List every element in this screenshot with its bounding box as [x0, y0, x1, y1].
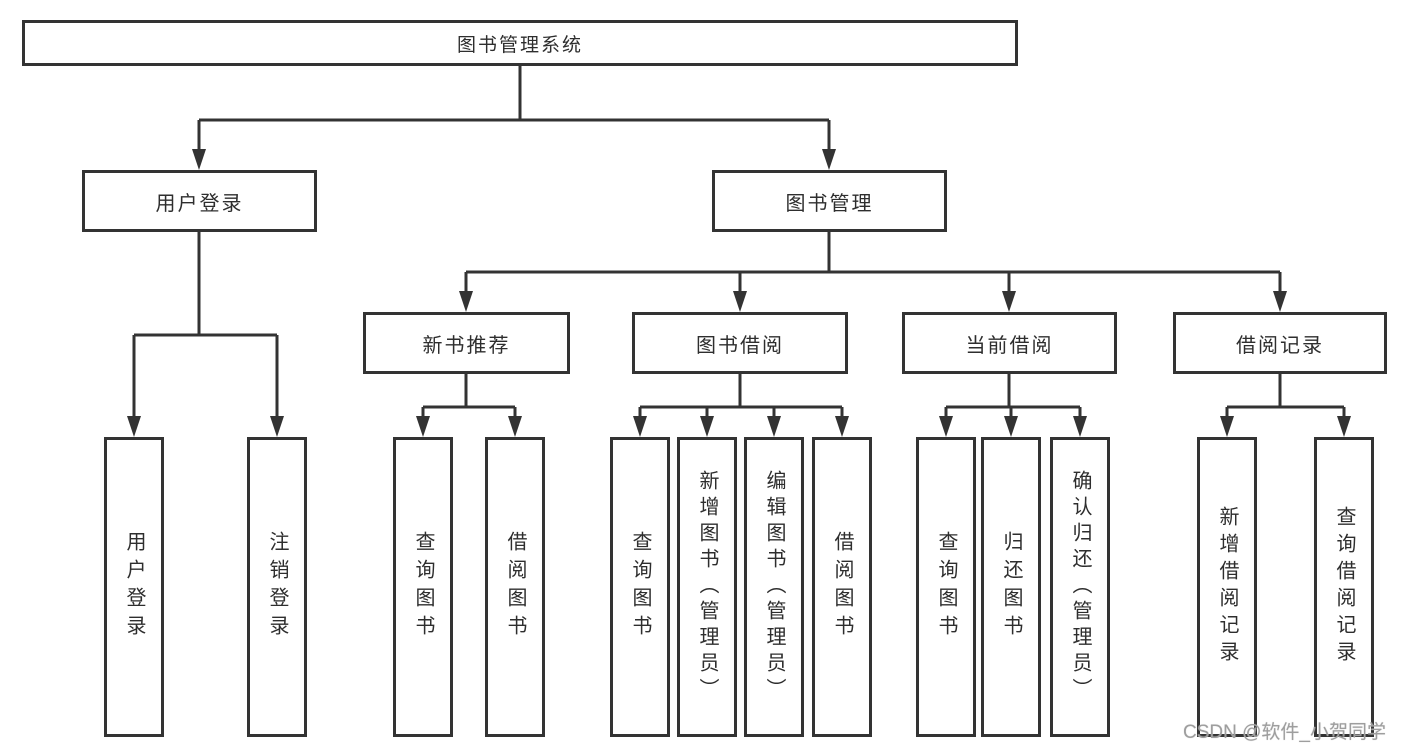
leaf-user-login: 用户登录 — [104, 437, 164, 737]
node-new-book-recommend: 新书推荐 — [363, 312, 570, 374]
leaf-borrowing-add-book-admin: 新增图书（管理员） — [677, 437, 737, 737]
connector-root-to-level2 — [192, 66, 836, 170]
leaf-current-return-book: 归还图书 — [981, 437, 1041, 737]
connector-current-borrowing-to-leaves — [939, 374, 1087, 437]
leaf-borrowing-search-book: 查询图书 — [610, 437, 670, 737]
leaf-records-add-record: 新增借阅记录 — [1197, 437, 1257, 737]
connector-new-book-recommend-to-leaves — [416, 374, 522, 437]
csdn-watermark: CSDN @软件_小贺同学 — [1183, 722, 1386, 743]
node-book-borrowing: 图书借阅 — [632, 312, 848, 374]
leaf-records-search-record: 查询借阅记录 — [1314, 437, 1374, 737]
connector-book-borrowing-to-leaves — [633, 374, 849, 437]
connector-book-management-to-level3 — [459, 232, 1287, 312]
node-borrowing-records: 借阅记录 — [1173, 312, 1387, 374]
node-root-library-system: 图书管理系统 — [22, 20, 1018, 66]
connector-user-login-to-leaves — [127, 232, 284, 437]
node-current-borrowing: 当前借阅 — [902, 312, 1117, 374]
leaf-current-confirm-return-admin: 确认归还（管理员） — [1050, 437, 1110, 737]
leaf-borrowing-borrow-book: 借阅图书 — [812, 437, 872, 737]
connector-borrowing-records-to-leaves — [1220, 374, 1351, 437]
leaf-current-search-book: 查询图书 — [916, 437, 976, 737]
leaf-recommend-borrow-book: 借阅图书 — [485, 437, 545, 737]
node-book-management: 图书管理 — [712, 170, 947, 232]
leaf-recommend-search-book: 查询图书 — [393, 437, 453, 737]
leaf-borrowing-edit-book-admin: 编辑图书（管理员） — [744, 437, 804, 737]
leaf-logout-login: 注销登录 — [247, 437, 307, 737]
node-user-login: 用户登录 — [82, 170, 317, 232]
